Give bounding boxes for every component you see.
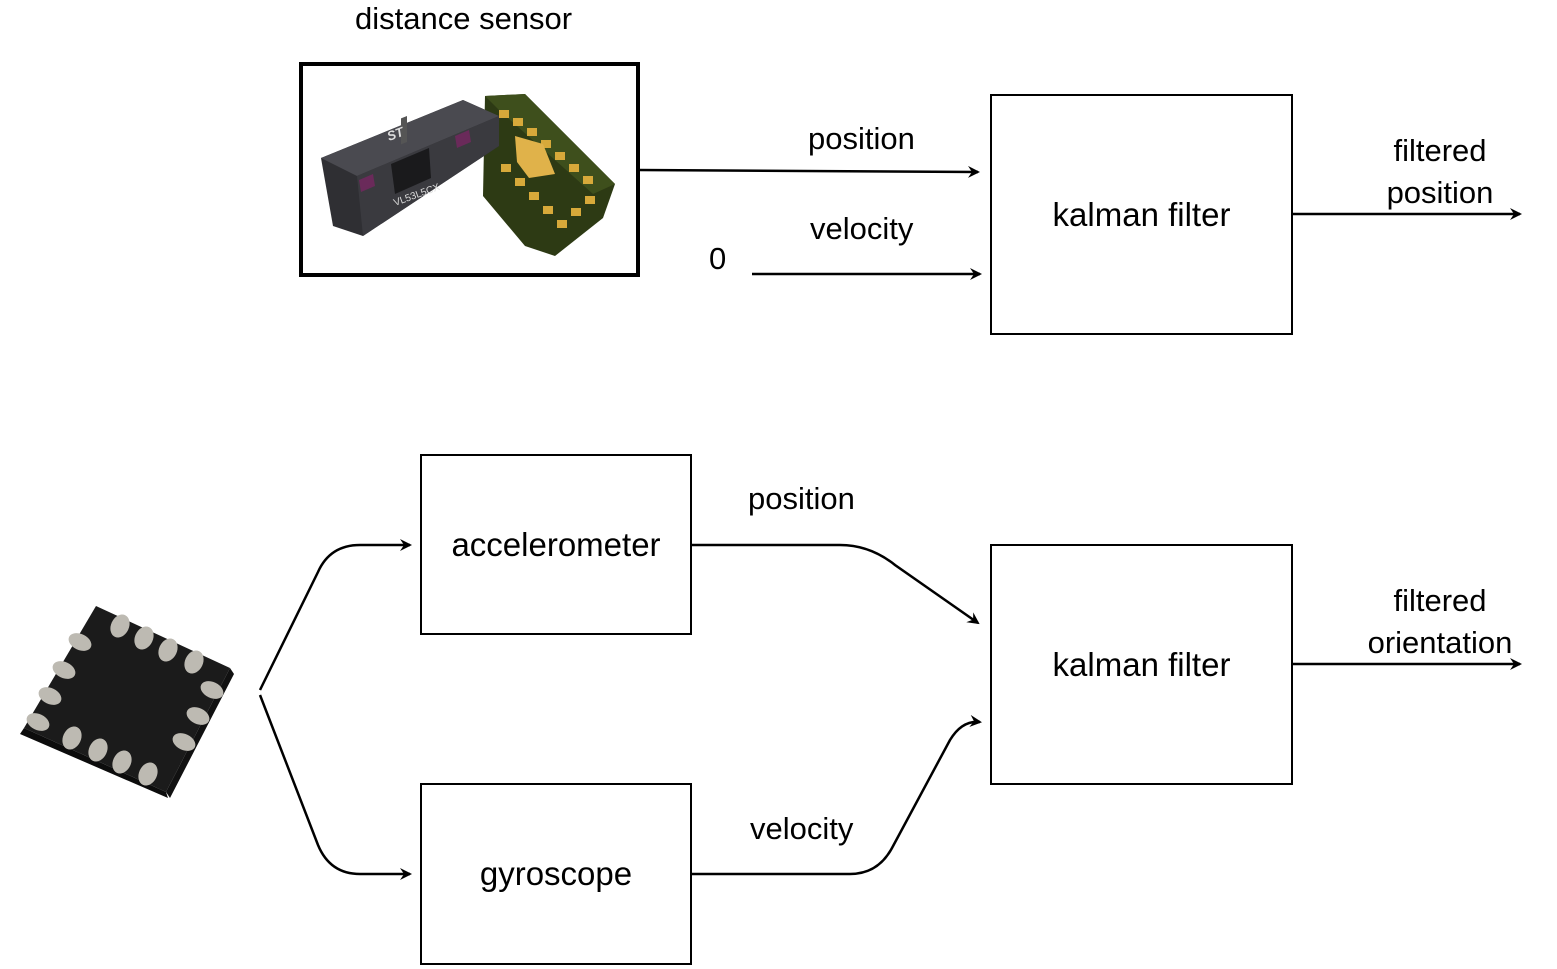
top-velocity-label: velocity xyxy=(810,211,914,246)
top-output-line2: position xyxy=(1386,174,1494,210)
distance-sensor-frame: ST VL53L5CX xyxy=(299,62,640,277)
chip-logo: ST xyxy=(385,124,407,144)
imu-chip-icon xyxy=(20,606,234,798)
top-kalman-filter-label: kalman filter xyxy=(1052,195,1231,233)
gyroscope-label: gyroscope xyxy=(479,855,633,892)
arrow-accel-filter xyxy=(692,543,980,625)
distance-sensor-caption: distance sensor xyxy=(355,1,573,36)
top-kalman-filter-box: kalman filter xyxy=(990,94,1293,335)
top-output-line1: filtered xyxy=(1393,133,1487,168)
bottom-kalman-filter-label: kalman filter xyxy=(1052,645,1231,683)
arrow-gyro-filter xyxy=(692,714,982,876)
top-output-label: filtered position xyxy=(1372,130,1508,214)
arrow-imu-accelerometer xyxy=(258,539,412,691)
top-position-label: position xyxy=(808,121,915,156)
arrow-position-top xyxy=(637,165,980,178)
arrow-imu-gyroscope xyxy=(258,694,412,880)
bottom-velocity-label: velocity xyxy=(750,811,854,846)
bottom-kalman-filter-box: kalman filter xyxy=(990,544,1293,785)
accelerometer-box: accelerometer xyxy=(420,454,692,635)
accelerometer-label: accelerometer xyxy=(451,525,661,563)
bottom-output-line2: orientation xyxy=(1367,624,1513,660)
bottom-output-line1: filtered xyxy=(1393,583,1487,618)
gyroscope-box: gyroscope xyxy=(420,783,692,965)
bottom-position-label: position xyxy=(748,481,855,516)
distance-sensor-icon: ST VL53L5CX xyxy=(321,94,615,256)
bottom-output-label: filtered orientation xyxy=(1350,580,1530,664)
velocity-zero-value: 0 xyxy=(709,241,727,276)
